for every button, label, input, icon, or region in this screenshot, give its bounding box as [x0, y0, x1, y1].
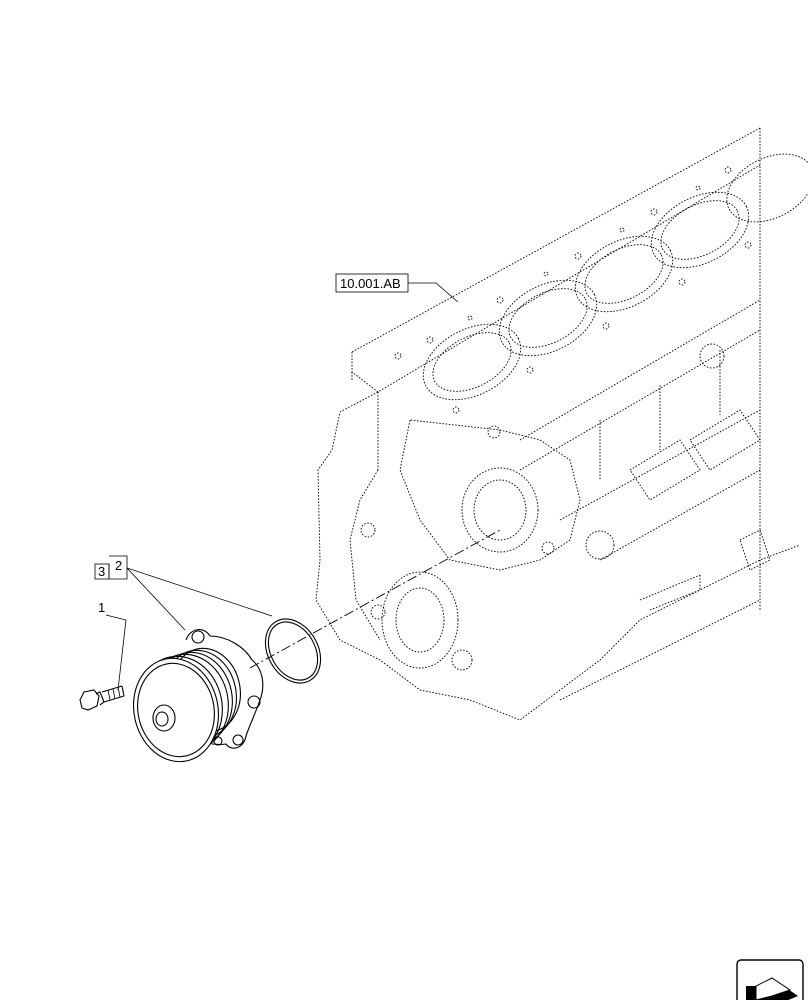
next-page-arrow-icon[interactable] — [736, 959, 804, 1000]
deck-holes — [394, 166, 752, 414]
bolt-callout[interactable]: 1 — [98, 600, 127, 691]
seal-item-label: 2 — [115, 558, 122, 573]
assembly-axis-line — [249, 529, 501, 669]
bolt-item-label: 1 — [98, 600, 105, 615]
flange-bolt — [79, 685, 125, 711]
engine-block — [315, 127, 808, 721]
qty-callout[interactable]: 3 2 — [94, 555, 273, 631]
block-reference-callout[interactable]: 10.001.AB — [335, 273, 459, 303]
water-pump — [132, 629, 264, 763]
qty-label: 3 — [98, 564, 105, 579]
block-reference-label: 10.001.AB — [340, 276, 401, 291]
o-ring-seal — [264, 618, 322, 684]
cylinder-bores — [422, 153, 808, 401]
